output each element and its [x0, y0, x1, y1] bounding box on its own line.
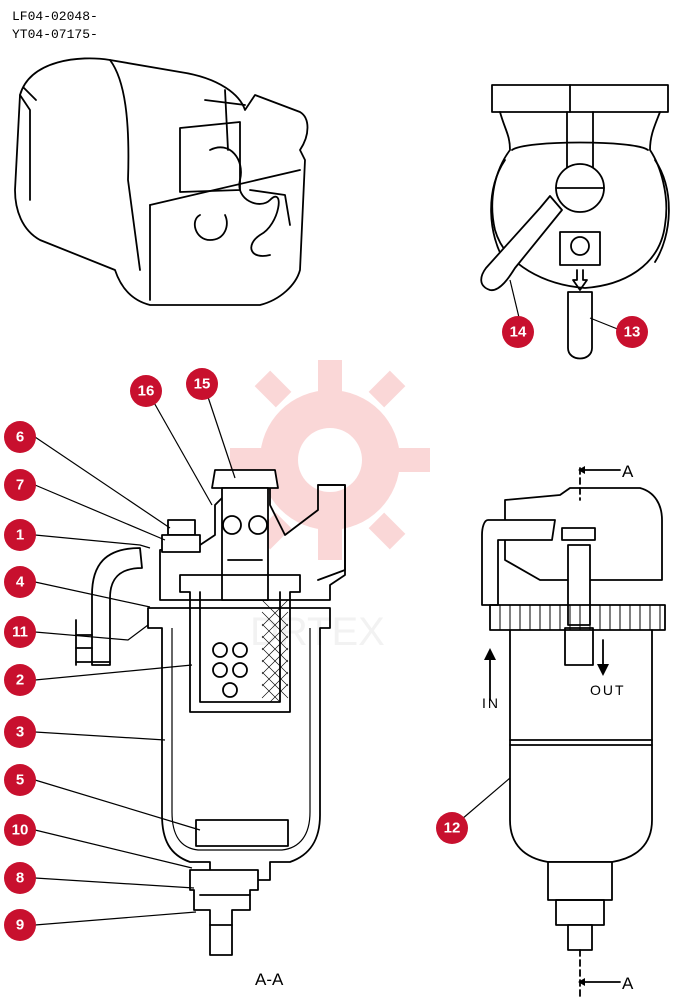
machine-overview: [14, 57, 309, 306]
element-mesh: [261, 599, 289, 703]
part-code-1: LF04-02048-: [12, 9, 98, 24]
svg-text:16: 16: [138, 383, 155, 400]
svg-text:6: 6: [16, 429, 24, 446]
valve-head-detail: [480, 84, 670, 360]
callout-6: 6: [4, 421, 36, 453]
svg-text:9: 9: [16, 917, 24, 934]
callout-4: 4: [4, 566, 36, 598]
callout-9: 9: [4, 909, 36, 941]
section-a-a: [75, 469, 346, 956]
side-view: [481, 466, 666, 1000]
section-a-a-label: A-A: [255, 970, 284, 989]
watermark: DRTEX: [230, 360, 430, 654]
callout-14: 14: [502, 316, 534, 348]
callout-8: 8: [4, 862, 36, 894]
callout-15: 15: [186, 368, 218, 400]
section-marker-top: A: [622, 462, 634, 481]
section-marker-bottom: A: [622, 974, 634, 993]
svg-text:12: 12: [444, 820, 461, 837]
svg-text:15: 15: [194, 376, 211, 393]
callout-16: 16: [130, 375, 162, 407]
band-ridges: [499, 605, 661, 630]
svg-text:13: 13: [624, 324, 641, 341]
svg-text:1: 1: [16, 527, 24, 544]
svg-text:14: 14: [510, 324, 527, 341]
callout-12: 12: [436, 812, 468, 844]
callout-2: 2: [4, 664, 36, 696]
svg-text:8: 8: [16, 870, 24, 887]
svg-text:4: 4: [16, 574, 25, 591]
svg-text:7: 7: [16, 477, 24, 494]
svg-text:11: 11: [12, 624, 28, 641]
callout-5: 5: [4, 764, 36, 796]
callout-13: 13: [616, 316, 648, 348]
svg-text:2: 2: [16, 672, 24, 689]
svg-text:3: 3: [16, 724, 24, 741]
flow-in-label: IN: [482, 695, 500, 711]
callout-7: 7: [4, 469, 36, 501]
callout-11: 11: [4, 616, 36, 648]
svg-text:5: 5: [16, 772, 24, 789]
callout-10: 10: [4, 814, 36, 846]
part-code-2: YT04-07175-: [12, 27, 98, 42]
flow-out-label: OUT: [590, 682, 626, 698]
svg-text:10: 10: [12, 822, 29, 839]
callout-1: 1: [4, 519, 36, 551]
callout-3: 3: [4, 716, 36, 748]
watermark-gear-icon: [230, 360, 430, 560]
